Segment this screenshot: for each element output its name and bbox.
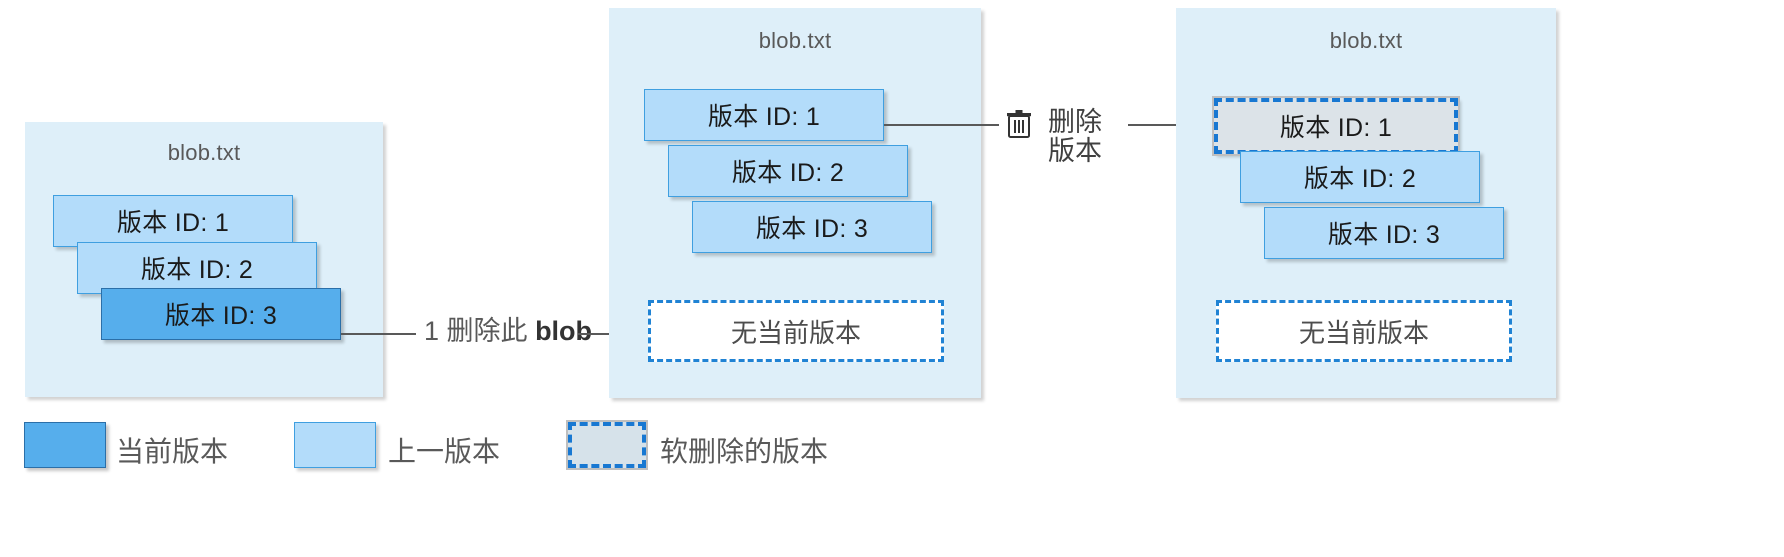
no-current-version-box-middle: 无当前版本 <box>648 300 944 362</box>
legend-label-soft-deleted-version: 软删除的版本 <box>660 436 829 467</box>
connector-middle-to-step2 <box>884 124 999 126</box>
step-2-line2: 版本 <box>1048 136 1102 167</box>
blob-title-left: blob.txt <box>167 140 241 165</box>
version-card-middle-3: 版本 ID: 3 <box>692 201 932 253</box>
no-current-version-box-right: 无当前版本 <box>1216 300 1512 362</box>
version-card-middle-2: 版本 ID: 2 <box>668 145 908 197</box>
blob-title-right: blob.txt <box>1329 28 1403 53</box>
step-1-emphasis: blob <box>535 316 593 346</box>
step-2-label: 删除 版本 <box>1048 107 1102 167</box>
connector-left-to-step1 <box>341 333 416 335</box>
legend-swatch-soft-deleted-version <box>566 420 648 470</box>
version-card-right-3: 版本 ID: 3 <box>1264 207 1504 259</box>
legend-swatch-previous-version <box>294 422 376 468</box>
step-1-text: 删除此 <box>446 316 528 346</box>
trash-icon <box>1006 109 1032 139</box>
legend-label-previous-version: 上一版本 <box>388 436 501 467</box>
legend-label-current-version: 当前版本 <box>116 436 229 467</box>
version-card-left-3: 版本 ID: 3 <box>101 288 341 340</box>
connector-step2-to-right <box>1128 124 1206 126</box>
version-card-middle-1: 版本 ID: 1 <box>644 89 884 141</box>
legend-swatch-current-version <box>24 422 106 468</box>
version-card-left-1: 版本 ID: 1 <box>53 195 293 247</box>
version-card-right-2: 版本 ID: 2 <box>1240 151 1480 203</box>
step-2-line1: 删除 <box>1048 107 1102 137</box>
version-card-left-2: 版本 ID: 2 <box>77 242 317 294</box>
blob-title-middle: blob.txt <box>758 28 832 53</box>
step-1-label: 1 删除此 blob <box>424 317 592 345</box>
version-card-right-1: 版本 ID: 1 <box>1212 96 1460 156</box>
step-1-number: 1 <box>424 316 440 346</box>
